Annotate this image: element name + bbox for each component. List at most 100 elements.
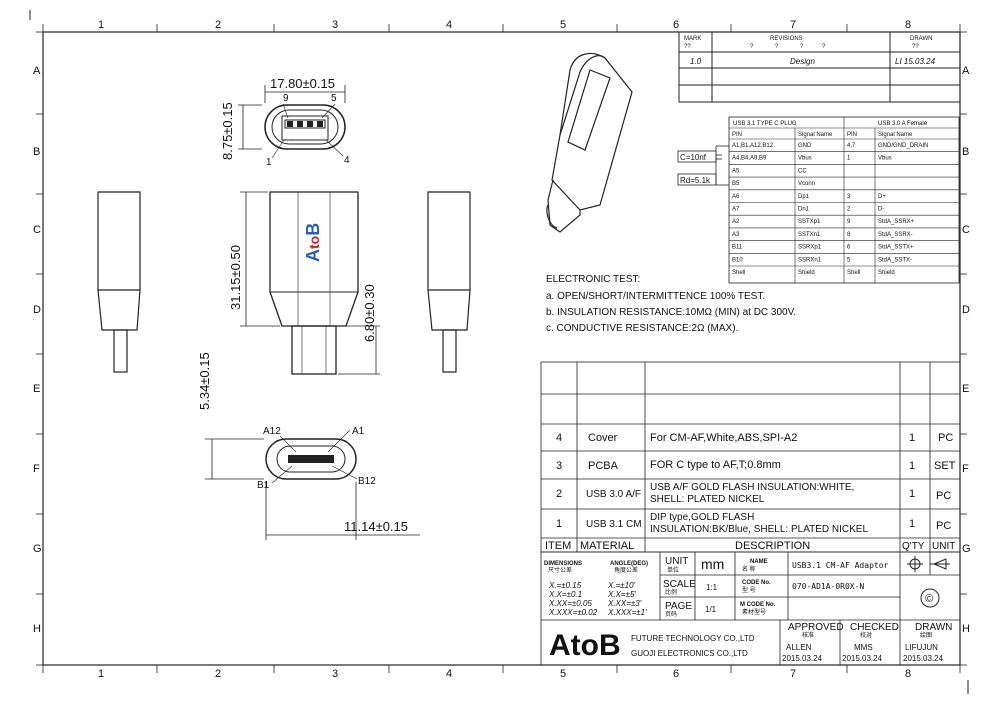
bom-description: SHELL: PLATED NICKEL: [650, 494, 765, 505]
approved-date: 2015.03.24: [782, 654, 823, 663]
bom-material: PCBA: [588, 460, 619, 472]
bom-material: USB 3.0 A/F: [586, 489, 641, 500]
code-label: CODE No.: [742, 580, 771, 586]
dim-body-length: 31.15±0.50: [228, 245, 243, 310]
checked-cn: 校对: [860, 631, 872, 639]
grid-row-label: E: [33, 383, 40, 395]
pin-table-cell: 6: [847, 245, 851, 251]
checked-label: CHECKED: [850, 622, 899, 633]
brand-a: A: [303, 249, 323, 262]
bom-item: 3: [556, 460, 562, 472]
pin-table-cell: SSTXn1: [798, 232, 821, 238]
pin-table-cell: StdA_SSTX+: [878, 245, 914, 251]
dim-width-top: 17.80±0.15: [270, 76, 335, 91]
grid-row-label: A: [962, 65, 970, 77]
drawn-date: 2015.03.24: [903, 654, 944, 663]
product-name: USB3.1 CM-AF Adaptor: [792, 561, 889, 570]
title-block: DIMENSIONS 尺寸公差 ANGLE(DEG) 角度公差 X.=±0.15…: [540, 551, 961, 666]
electronic-test-title: ELECTRONIC TEST:: [546, 274, 640, 285]
scale-value: 1:1: [706, 583, 718, 592]
pin-table-cell: StdA_SSTX-: [878, 257, 912, 263]
checked-date: 2015.03.24: [842, 654, 883, 663]
bom-item: 1: [556, 518, 562, 530]
dim-plug-length: 6.80±0.30: [362, 284, 377, 342]
bom-item: 2: [556, 488, 562, 500]
bom-item: 4: [556, 432, 562, 444]
grid-column-label: 4: [446, 668, 452, 680]
type-c-plug-face: 5.34±0.15 11.14±0.15 A12 A1 B1 B12: [197, 352, 420, 540]
pin-table-cell: SSRXn1: [798, 257, 822, 263]
pin-table-cell: SSTXp1: [798, 219, 821, 225]
grid-row-label: F: [962, 463, 969, 475]
rev-placeholder: ?: [750, 44, 754, 50]
grid-column-label: 8: [905, 668, 911, 680]
pin-table-header-left: USB 3.1 TYPE C PLUG: [733, 121, 797, 127]
tol-linear: X.X=±0.1: [548, 590, 582, 599]
grid-row-label: D: [962, 304, 970, 316]
grid-column-label: 2: [215, 668, 221, 680]
grid-row-label: H: [962, 623, 970, 635]
grid-column-label: 7: [790, 19, 796, 31]
pin-label-9: 9: [283, 93, 289, 104]
pin-label-b1: B1: [257, 480, 270, 491]
grid-column-label: 6: [673, 668, 679, 680]
angle-cn: 角度公差: [614, 566, 638, 574]
bom-description: DIP type,GOLD FLASH: [650, 512, 754, 523]
grid-row-label: F: [33, 463, 40, 475]
res-label: Rd=5.1k: [680, 176, 711, 185]
pin-table-cell: Shell: [732, 270, 745, 276]
grid-row-label: H: [33, 623, 41, 635]
mcode-label: M CODE No.: [740, 602, 776, 608]
dimensions-label: DIMENSIONS: [544, 561, 582, 567]
pin-table-cell: CC: [798, 168, 807, 174]
approved-cn: 核准: [802, 631, 814, 639]
grid-column-label: 3: [332, 668, 338, 680]
dimensions-cn: 尺寸公差: [548, 566, 572, 574]
pin-label-b12: B12: [358, 476, 376, 487]
grid-column-label: 6: [673, 19, 679, 31]
page-value: 1/1: [705, 605, 717, 614]
dim-height-top: 8.75±0.15: [220, 102, 235, 160]
tol-angle: X.XXX=±1': [607, 608, 647, 617]
unit-label: UNIT: [665, 556, 688, 567]
company-name-1: FUTURE TECHNOLOGY CO.,LTD: [631, 634, 755, 643]
name-label: NAME: [750, 559, 768, 565]
top-view-usb-a-face: 17.80±0.15 8.75±0.15 9 5 1 4: [220, 76, 350, 168]
pin-table-cell: A5: [732, 168, 740, 174]
rev-title: REVISIONS: [770, 36, 803, 42]
grid-column-label: 3: [332, 19, 338, 31]
rev-placeholder: ?: [822, 44, 826, 50]
pin-table-column-header: Signal Name: [878, 132, 913, 138]
pin-table-cell: StdA_SSRX+: [878, 219, 915, 225]
approved-by: ALLEN: [786, 643, 812, 652]
dim-plug-height: 5.34±0.15: [197, 352, 212, 410]
bom-qty: 1: [909, 488, 915, 500]
rev-drawn-value: ??: [912, 44, 919, 50]
pin-table-cell: 4,7: [847, 143, 856, 149]
bom-header-description: DESCRIPTION: [735, 540, 810, 552]
grid-column-label: 8: [905, 19, 911, 31]
code-cn: 型 号: [742, 586, 756, 594]
page-cn: 页码: [665, 610, 677, 618]
mcode-cn: 素材型号: [742, 608, 766, 616]
left-side-view: [97, 191, 141, 373]
bom-table: 4 Cover For CM-AF,White,ABS,SPI-A2 1 PC …: [540, 361, 961, 553]
brand-logo-vertical: AtoB: [303, 223, 323, 262]
pin-table-cell: B11: [732, 245, 743, 251]
approved-label: APPROVED: [788, 622, 844, 633]
scale-label: SCALE: [663, 579, 696, 590]
pin-table-cell: Dn1: [798, 207, 810, 213]
bom-description: For CM-AF,White,ABS,SPI-A2: [650, 432, 797, 444]
pin-table-cell: Shield: [798, 270, 815, 276]
unit-value: mm: [701, 556, 724, 572]
grid-column-label: 5: [560, 668, 566, 680]
pin-table-cell: 9: [847, 219, 851, 225]
scale-cn: 比例: [665, 588, 677, 596]
pin-table-cell: B10: [732, 257, 743, 263]
pin-table-cell: B5: [732, 181, 740, 187]
rev-placeholder: ?: [775, 44, 779, 50]
page-label: PAGE: [665, 601, 692, 612]
